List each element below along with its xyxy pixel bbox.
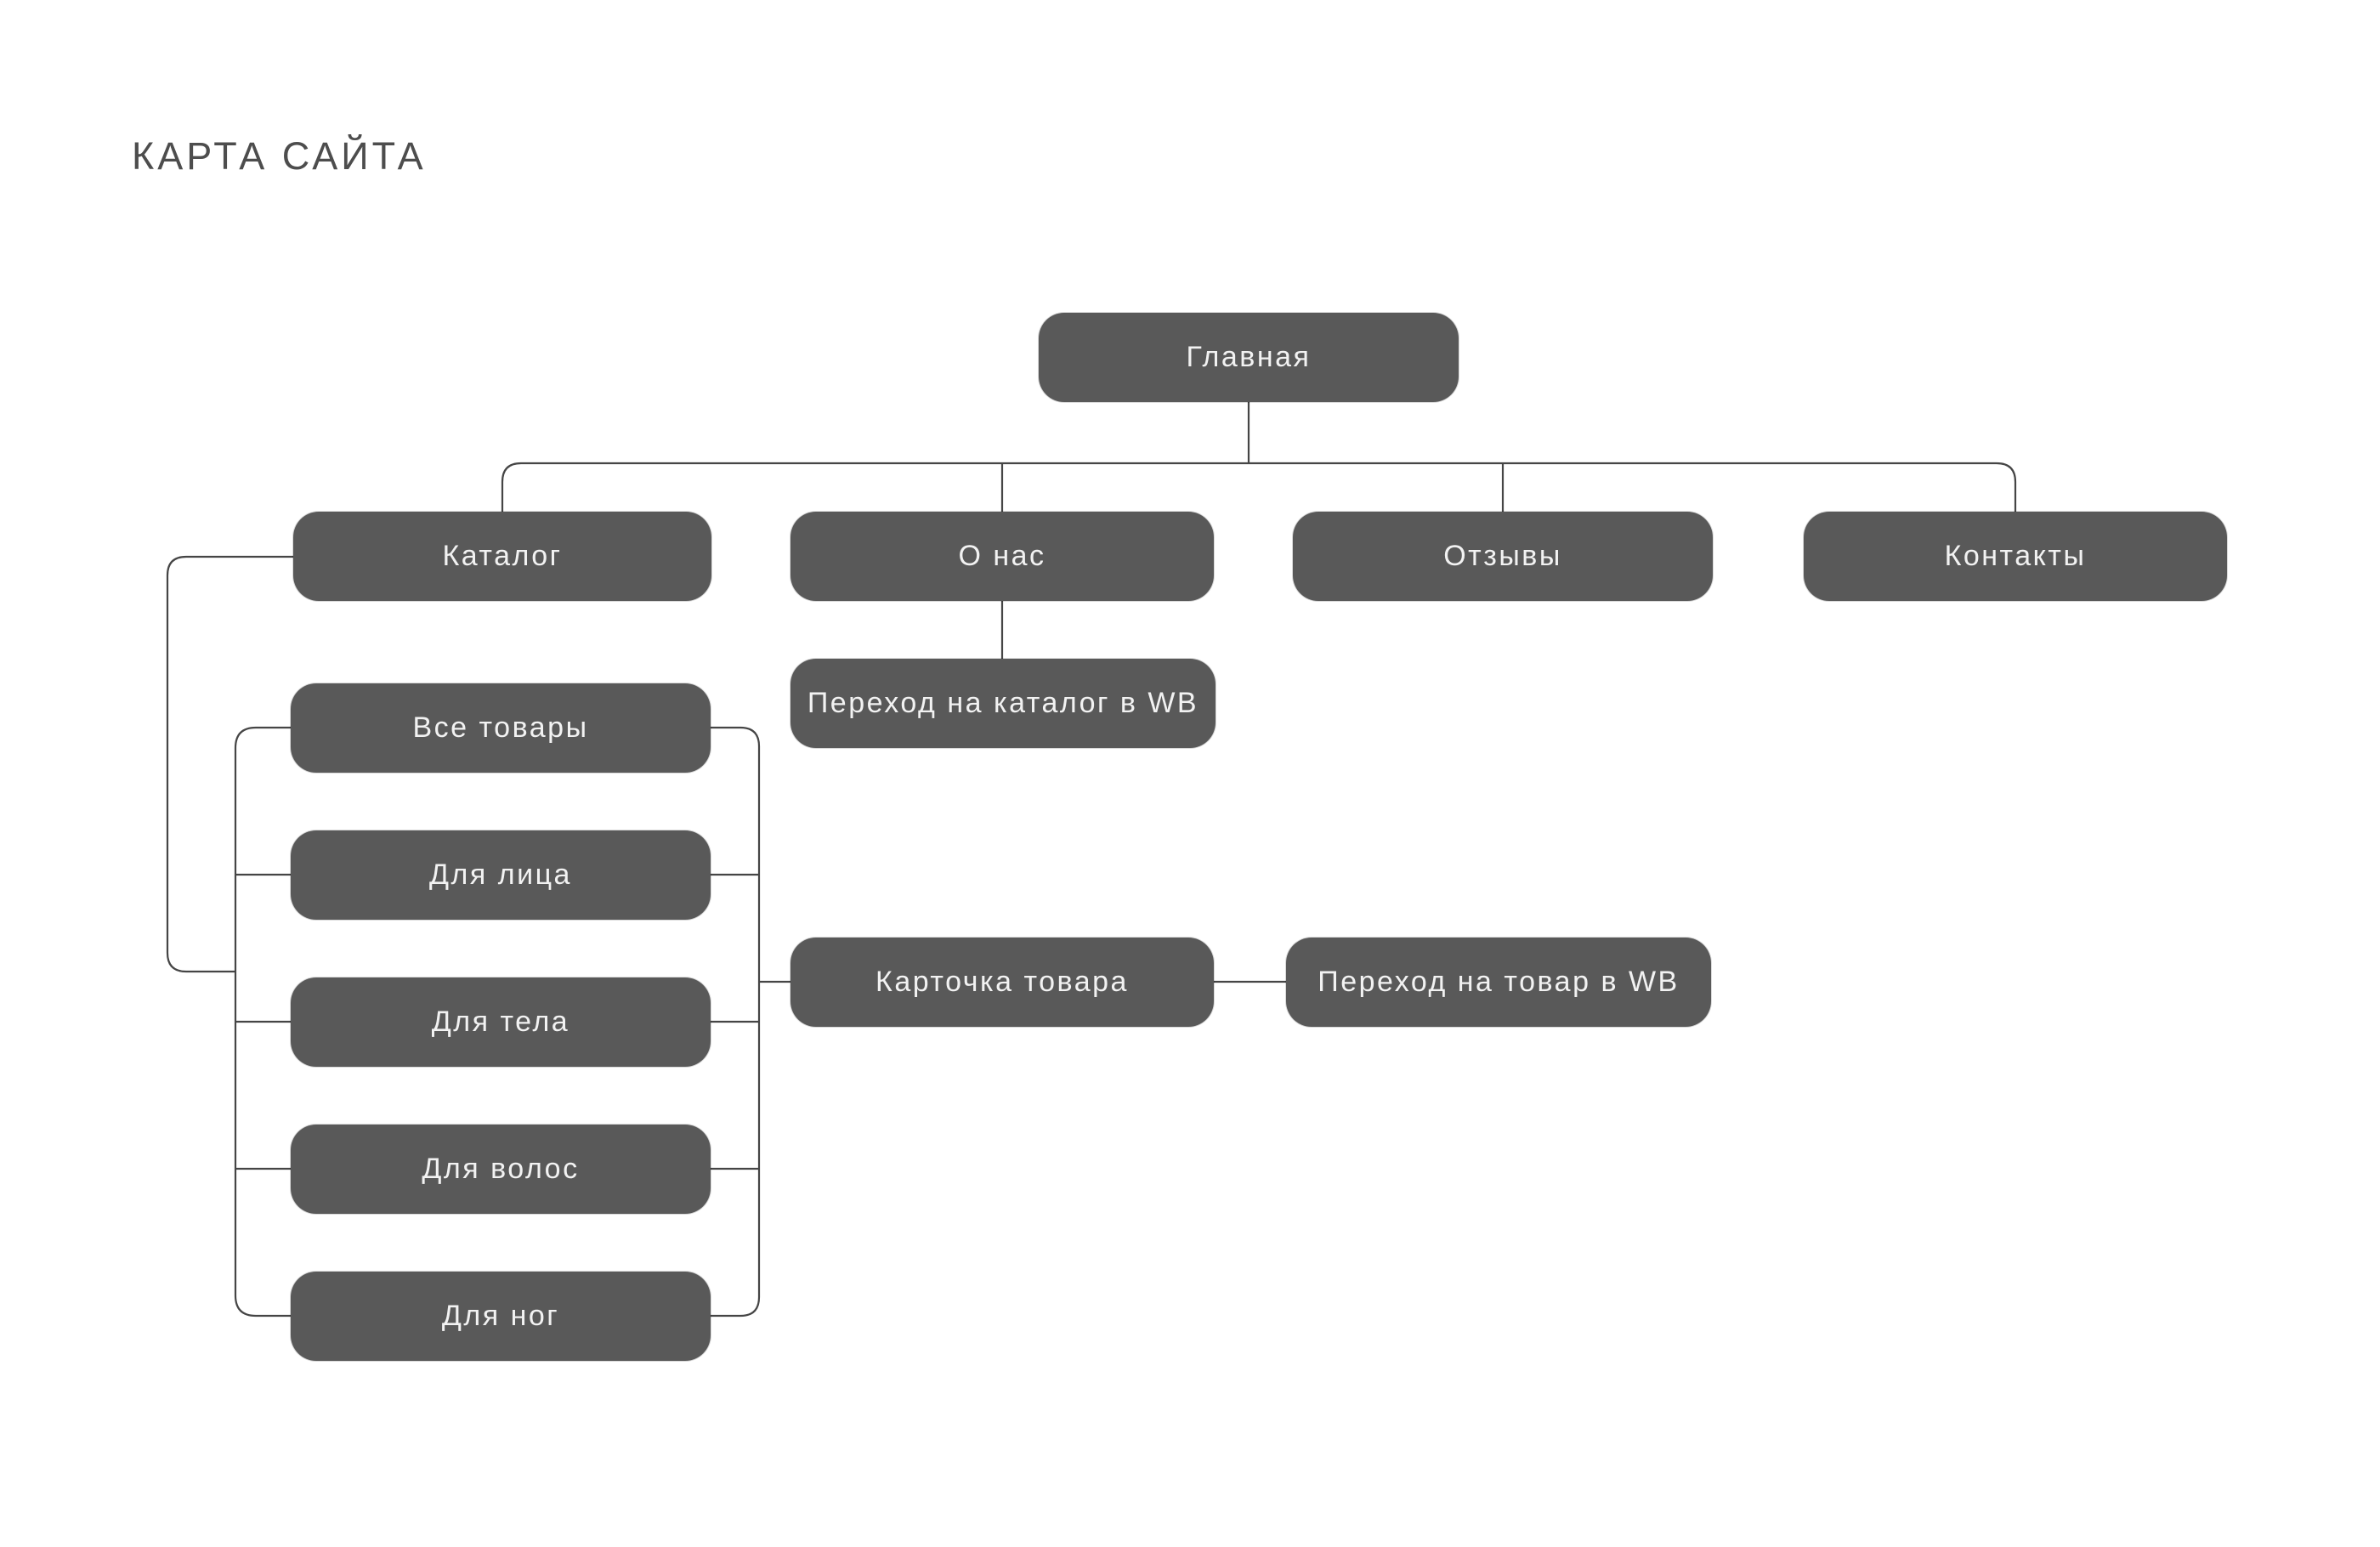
node-dlya-volos-label: Для волос — [422, 1153, 580, 1185]
node-otzyvy-label: Отзывы — [1443, 540, 1562, 572]
node-perehod-na-katalog-wb: Переход на каталог в WB — [790, 659, 1216, 748]
connector-right-rail-stubs — [711, 873, 759, 1170]
node-dlya-tela: Для тела — [291, 978, 711, 1067]
node-dlya-lica: Для лица — [291, 830, 711, 920]
node-katalog-label: Каталог — [442, 540, 563, 572]
connector-top-rail — [501, 462, 2017, 512]
connector-katalog-left-loop — [166, 555, 293, 973]
node-kontakty-label: Контакты — [1944, 540, 2087, 572]
connector-left-rail-stubs — [235, 873, 291, 1170]
node-dlya-lica-label: Для лица — [429, 858, 572, 891]
node-dlya-nog: Для ног — [291, 1272, 711, 1361]
node-otzyvy: Отзывы — [1293, 512, 1713, 601]
node-dlya-volos: Для волос — [291, 1125, 711, 1214]
node-perehod-na-tovar-wb-label: Переход на товар в WB — [1318, 966, 1680, 998]
node-katalog: Каталог — [293, 512, 711, 601]
node-o-nas-label: О нас — [958, 540, 1046, 572]
page-title: КАРТА САЙТА — [132, 134, 427, 178]
node-perehod-na-katalog-wb-label: Переход на каталог в WB — [807, 687, 1199, 719]
node-kartochka-tovara: Карточка товара — [790, 938, 1214, 1027]
node-glavnaya-label: Главная — [1186, 341, 1312, 373]
node-o-nas: О нас — [790, 512, 1214, 601]
node-kontakty: Контакты — [1804, 512, 2227, 601]
node-vse-tovary: Все товары — [291, 683, 711, 773]
node-dlya-tela-label: Для тела — [431, 1006, 570, 1038]
node-kartochka-tovara-label: Карточка товара — [876, 966, 1129, 998]
node-vse-tovary-label: Все товары — [412, 711, 589, 744]
node-glavnaya: Главная — [1039, 313, 1459, 402]
node-dlya-nog-label: Для ног — [441, 1300, 560, 1332]
node-perehod-na-tovar-wb: Переход на товар в WB — [1286, 938, 1711, 1027]
